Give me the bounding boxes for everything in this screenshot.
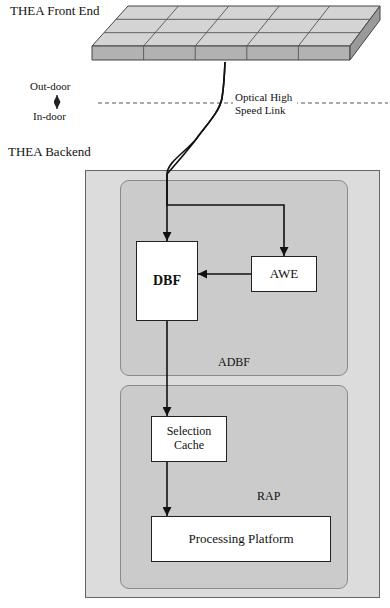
heading-label: THEA Front End	[10, 4, 100, 19]
awe-box: AWE	[251, 256, 317, 292]
heading-label: ADBF	[121, 356, 347, 370]
signal-arrow	[167, 62, 225, 241]
rap-panel: Selection CacheProcessing Platform RAP	[120, 385, 348, 589]
text-slot: RAP	[257, 490, 280, 504]
cache-box: Selection Cache	[151, 416, 227, 462]
text-slot: Selection Cache	[156, 425, 222, 453]
text-slot: THEA Backend	[8, 145, 91, 160]
signal-arrow	[166, 462, 168, 516]
text-slot: Optical High Speed Link	[233, 90, 297, 118]
signal-arrow	[166, 321, 168, 416]
dbf-box: DBF	[136, 241, 198, 321]
text-slot: In-door	[33, 110, 66, 123]
front-end-array: THEA Front End	[0, 0, 390, 70]
text-slot: DBF	[153, 273, 181, 289]
box-label: Processing Platform	[188, 532, 293, 547]
antenna-tile-array	[88, 0, 388, 70]
zone-label: In-door	[33, 110, 66, 123]
box-label: AWE	[270, 267, 299, 282]
backend-box: DBF AWE ADBF Selection CacheProcessing Plat…	[85, 170, 380, 598]
heading-label: RAP	[257, 490, 280, 504]
box-label: DBF	[153, 273, 181, 289]
double-arrow	[56, 95, 57, 109]
signal-arrow	[198, 273, 251, 275]
link-label: Optical High Speed Link	[233, 90, 297, 117]
text-slot: Out-door	[30, 80, 70, 93]
text-slot: ADBF	[121, 356, 347, 370]
text-slot: THEA Front End	[10, 4, 100, 19]
box-label: Selection Cache	[156, 425, 222, 453]
platform-box: Processing Platform	[151, 516, 331, 562]
adbf-panel: DBF AWE ADBF	[120, 180, 348, 376]
heading-label: THEA Backend	[8, 145, 91, 160]
zone-label: Out-door	[30, 80, 70, 93]
text-slot: Processing Platform	[188, 532, 293, 547]
text-slot: AWE	[270, 267, 299, 282]
